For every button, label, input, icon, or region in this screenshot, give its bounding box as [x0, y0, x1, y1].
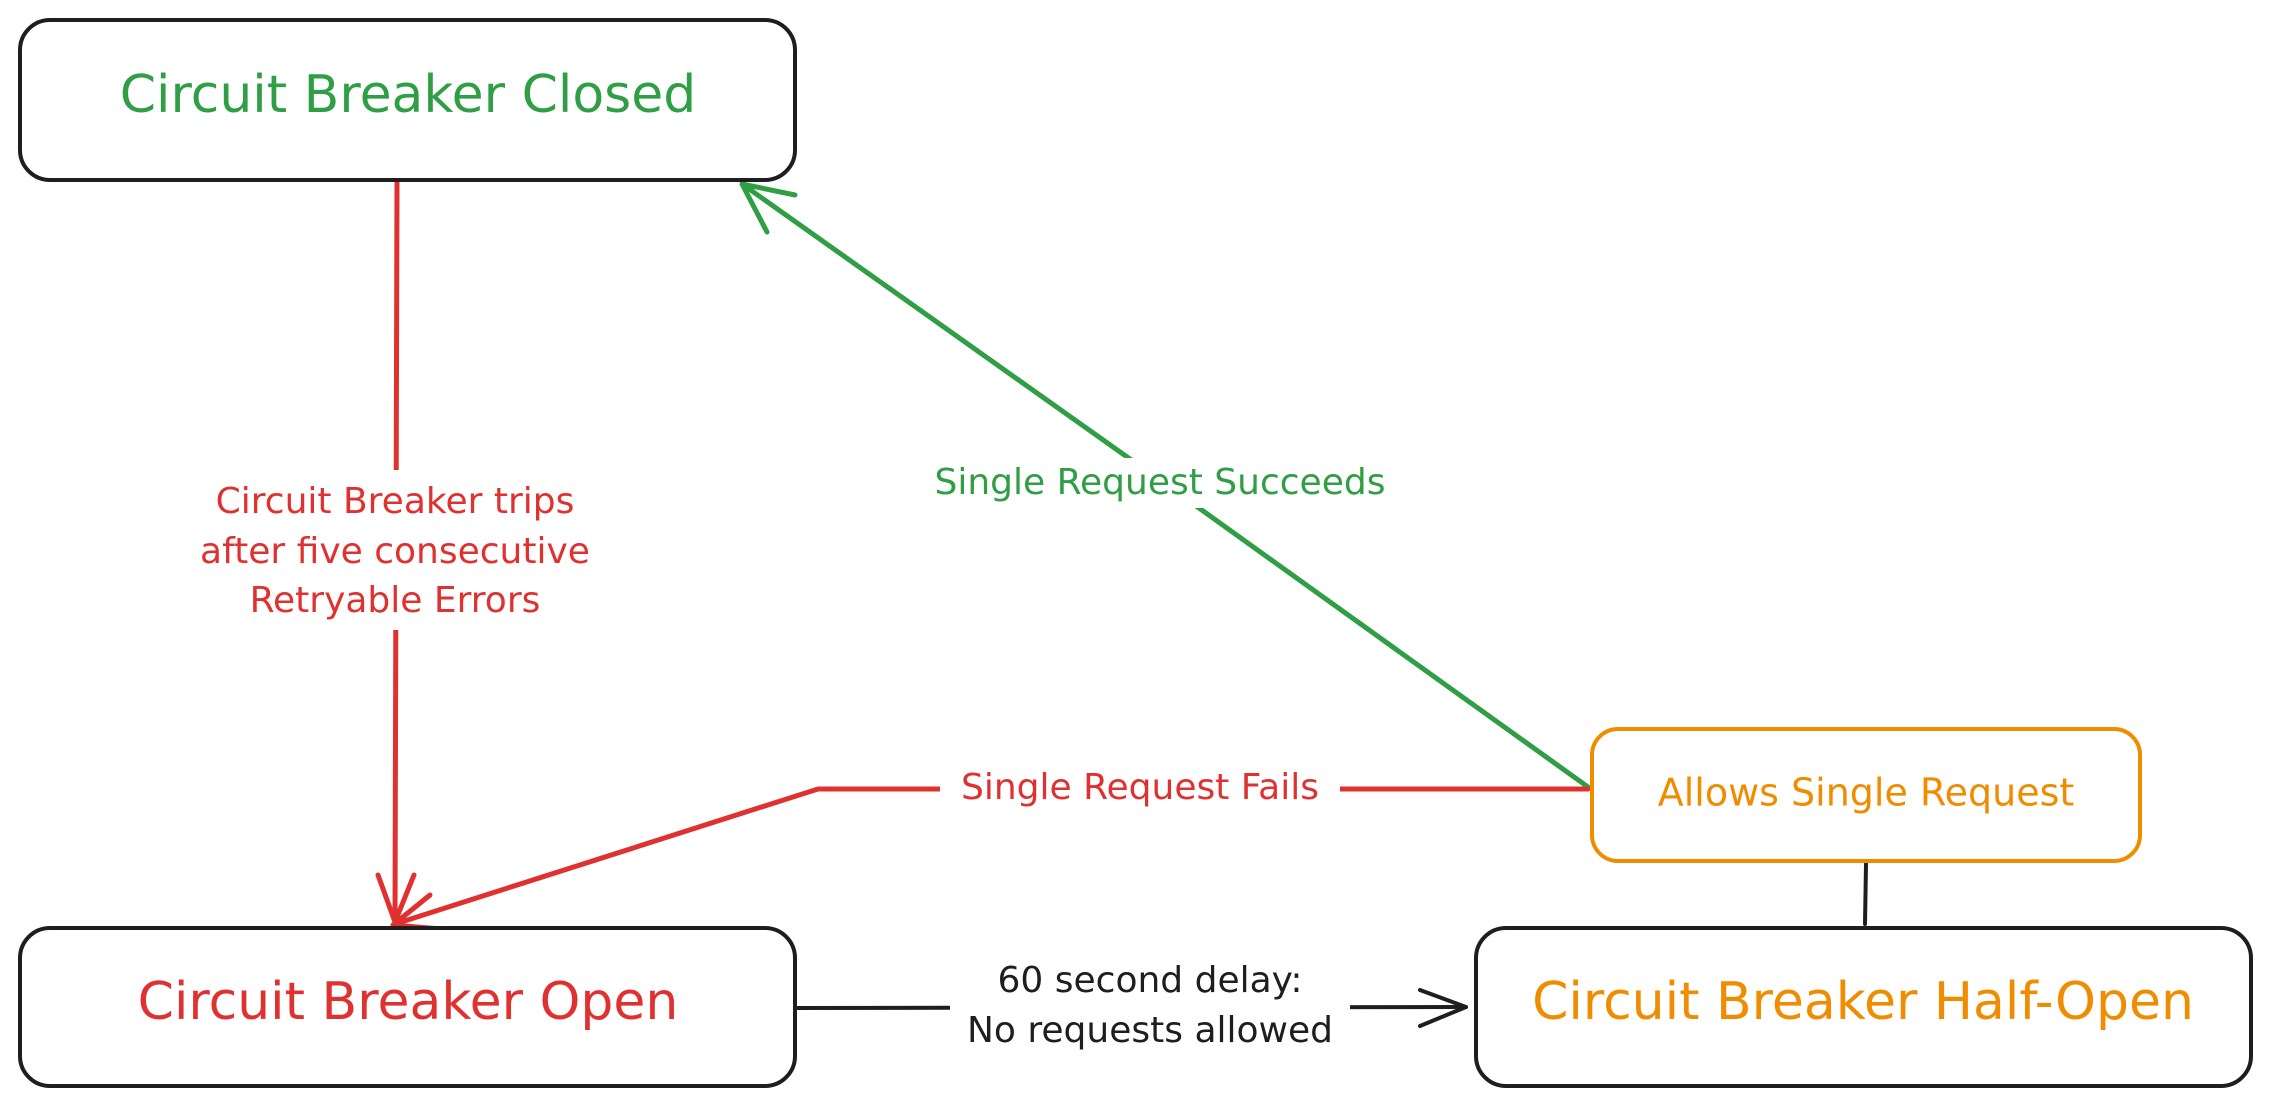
label-delay-line-2: No requests allowed [967, 1010, 1333, 1051]
state-open-box [18, 926, 797, 1088]
note-allows-single-request-box [1590, 727, 2142, 863]
edge-open-to-halfopen-arrowhead [1418, 988, 1468, 1028]
label-delay-bg [950, 955, 1350, 1055]
state-half-open-box [1474, 926, 2253, 1088]
note-allows-single-request-label: Allows Single Request [1658, 771, 2075, 815]
label-delay: 60 second delay: No requests allowed [950, 955, 1350, 1055]
label-success-text: Single Request Succeeds [935, 462, 1386, 503]
state-closed-label: Circuit Breaker Closed [120, 65, 697, 125]
state-closed-box [18, 18, 797, 182]
label-success: Single Request Succeeds [918, 458, 1402, 508]
label-trip: Circuit Breaker trips after five consecu… [170, 470, 620, 630]
state-half-open: Circuit Breaker Half-Open [1474, 926, 2253, 1088]
note-allows-single-request: Allows Single Request [1590, 727, 2142, 863]
state-open-label: Circuit Breaker Open [138, 972, 679, 1032]
label-failure-bg [940, 764, 1340, 814]
label-failure-text: Single Request Fails [961, 767, 1319, 808]
label-delay-line-1: 60 second delay: [998, 960, 1303, 1001]
label-failure: Single Request Fails [940, 764, 1340, 814]
edge-halfopen-to-closed-arrowhead [739, 181, 798, 235]
note-connector-line [1863, 862, 1868, 926]
label-trip-line-3: Retryable Errors [250, 580, 541, 621]
label-trip-line-2: after five consecutive [200, 531, 590, 572]
state-half-open-label: Circuit Breaker Half-Open [1532, 972, 2194, 1032]
state-closed: Circuit Breaker Closed [18, 18, 797, 182]
label-success-bg [918, 458, 1402, 508]
state-open: Circuit Breaker Open [18, 926, 797, 1088]
label-trip-line-1: Circuit Breaker trips [216, 481, 575, 522]
label-trip-bg [170, 470, 620, 630]
